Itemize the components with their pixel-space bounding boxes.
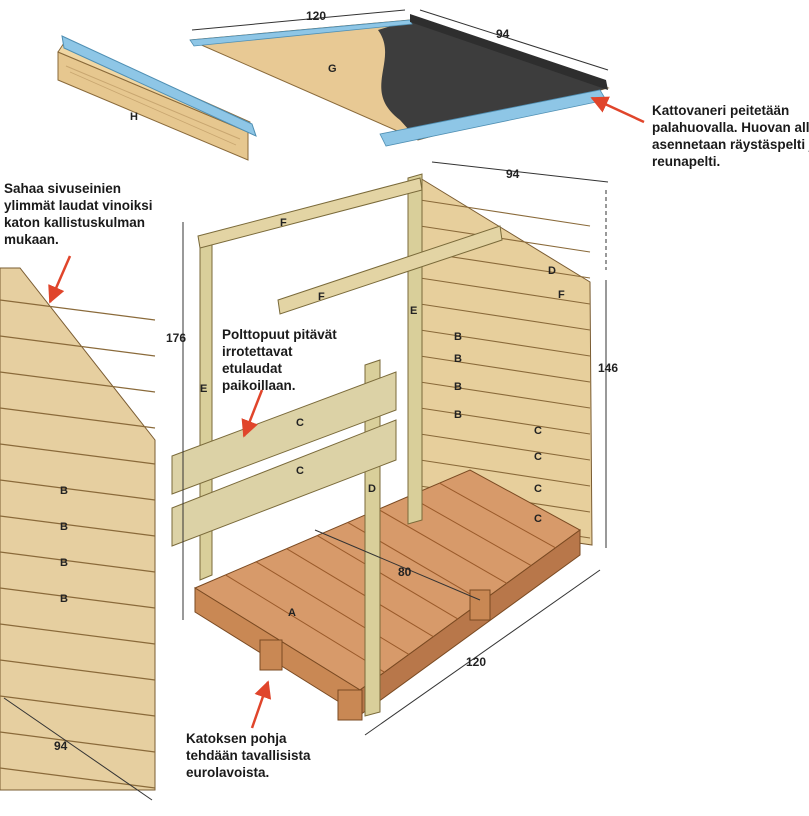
plank-seam — [419, 433, 591, 461]
plank-seam — [419, 459, 591, 487]
label-b: B — [60, 593, 68, 605]
plank-seam — [408, 495, 532, 566]
plank-seam — [286, 548, 434, 638]
part-c-front-boards — [171, 371, 397, 547]
plank-seam — [0, 371, 156, 393]
side-note: Sahaa sivuseinien ylimmät laudat vinoiks… — [4, 181, 153, 247]
label-f: F — [558, 289, 565, 301]
plank-seam — [0, 479, 156, 501]
plank-seam — [0, 335, 156, 357]
plank-seam — [419, 225, 591, 253]
plank-seam — [439, 482, 556, 549]
dim-roof-depth: 94 — [496, 27, 510, 41]
plank-seam — [0, 659, 156, 681]
plank-seam — [0, 407, 156, 429]
label-a: A — [288, 607, 296, 619]
plank-seam — [419, 407, 591, 435]
right-side-wall — [419, 177, 593, 546]
label-b: B — [454, 381, 462, 393]
plank-seam — [0, 515, 156, 537]
label-c: C — [296, 417, 304, 429]
plank-seam — [419, 303, 591, 331]
plank-seam — [255, 561, 410, 655]
label-f: F — [280, 217, 287, 229]
label-b: B — [454, 353, 462, 365]
label-d: D — [368, 483, 376, 495]
dim-wall-depth: 94 — [506, 167, 520, 181]
part-g-roof — [189, 14, 610, 147]
label-c: C — [534, 483, 542, 495]
dim-height-front: 176 — [166, 331, 186, 345]
label-c: C — [534, 513, 542, 525]
label-b: B — [60, 485, 68, 497]
roof-dimensions — [191, 9, 609, 71]
plank-seam — [0, 587, 156, 609]
plank-seam — [0, 551, 156, 573]
plank-seam — [419, 381, 591, 409]
plank-seam — [419, 199, 591, 227]
part-h-board — [57, 35, 257, 161]
plank-seam — [419, 355, 591, 383]
label-c: C — [534, 451, 542, 463]
label-b: B — [454, 409, 462, 421]
plank-seam — [0, 443, 156, 465]
plank-seam — [0, 731, 156, 753]
pointer-arrows — [48, 96, 645, 729]
shed-dimensions — [3, 161, 609, 801]
dim-roof-width: 120 — [306, 9, 326, 23]
dim-height-back: 146 — [598, 361, 618, 375]
plank-seam — [0, 695, 156, 717]
base-note: Katoksen pohja tehdään tavallisista euro… — [186, 731, 311, 780]
front-note: Polttopuut pitävät irrotettavat etulauda… — [222, 327, 337, 393]
label-b: B — [454, 331, 462, 343]
label-f: F — [318, 291, 325, 303]
dim-panel-width: 94 — [54, 739, 68, 753]
label-c: C — [296, 465, 304, 477]
plank-seam — [0, 299, 156, 321]
label-b: B — [60, 521, 68, 533]
part-labels: H G F F F D E E D C C C C C C B B B B B … — [60, 63, 565, 619]
label-d: D — [548, 265, 556, 277]
dim-floor-width: 120 — [466, 655, 486, 669]
plank-seam — [225, 574, 385, 673]
plank-seam — [316, 535, 459, 620]
left-side-wall — [0, 267, 156, 791]
part-f-rails — [197, 177, 503, 315]
label-e: E — [410, 305, 417, 317]
plank-seam — [0, 623, 156, 645]
label-h: H — [130, 111, 138, 123]
roof-note: Kattovaneri peitetään palahuovalla. Huov… — [652, 103, 809, 169]
plank-seam — [419, 329, 591, 357]
plank-seam — [419, 277, 591, 305]
dimension-labels: 120 94 94 176 146 80 120 94 — [54, 9, 618, 753]
label-e: E — [200, 383, 207, 395]
label-c: C — [534, 425, 542, 437]
label-g: G — [328, 63, 337, 75]
dim-floor-depth: 80 — [398, 565, 412, 579]
plank-seam — [378, 508, 507, 584]
label-b: B — [60, 557, 68, 569]
